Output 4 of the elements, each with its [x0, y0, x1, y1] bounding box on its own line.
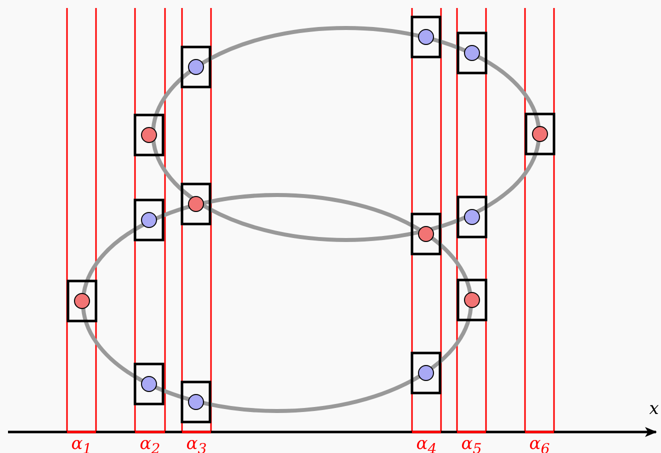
- axis-label: x: [649, 401, 659, 418]
- interval-label: α$_{4}$: [416, 436, 437, 453]
- interval-label: α$_{2}$: [140, 436, 160, 453]
- interval-label: α$_{1}$: [71, 436, 92, 453]
